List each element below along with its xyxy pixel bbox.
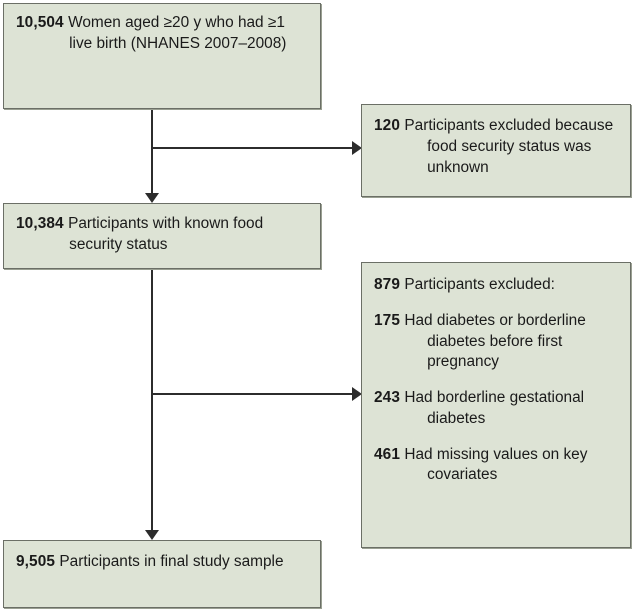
node-line-text: Had missing values on key covariates	[404, 445, 588, 484]
node-line-number: 120	[374, 117, 400, 134]
connector-known-to-final	[151, 269, 153, 532]
node-line-text: Participants in final study sample	[59, 553, 284, 570]
node-line-number: 10,504	[16, 14, 64, 31]
node-line-text: Participants with known food security st…	[68, 215, 264, 253]
connector-known-to-excluded-2	[151, 393, 354, 395]
arrowhead-right-to-excluded-2	[352, 387, 362, 401]
node-line-text: Participants excluded:	[404, 276, 555, 293]
arrowhead-down-to-known	[145, 193, 159, 203]
node-line-text: Had diabetes or borderline diabetes befo…	[404, 311, 586, 371]
arrowhead-down-to-final	[145, 530, 159, 540]
node-line-number: 879	[374, 276, 400, 293]
node-line-number: 9,505	[16, 553, 56, 570]
node-line-number: 461	[374, 445, 400, 463]
node-line-text: Had borderline gestational diabetes	[404, 389, 585, 427]
node-line-text: Participants excluded because food secur…	[404, 117, 614, 176]
node-line-number: 10,384	[16, 215, 64, 232]
connector-source-to-known	[151, 109, 153, 195]
arrowhead-right-to-excluded-1	[352, 141, 362, 155]
node-line-number: 243	[374, 389, 400, 406]
node-line-text: Women aged ≥20 y who had ≥1 live birth (…	[68, 14, 287, 52]
connector-source-to-excluded-1	[151, 147, 354, 149]
node-line-number: 175	[374, 311, 400, 329]
